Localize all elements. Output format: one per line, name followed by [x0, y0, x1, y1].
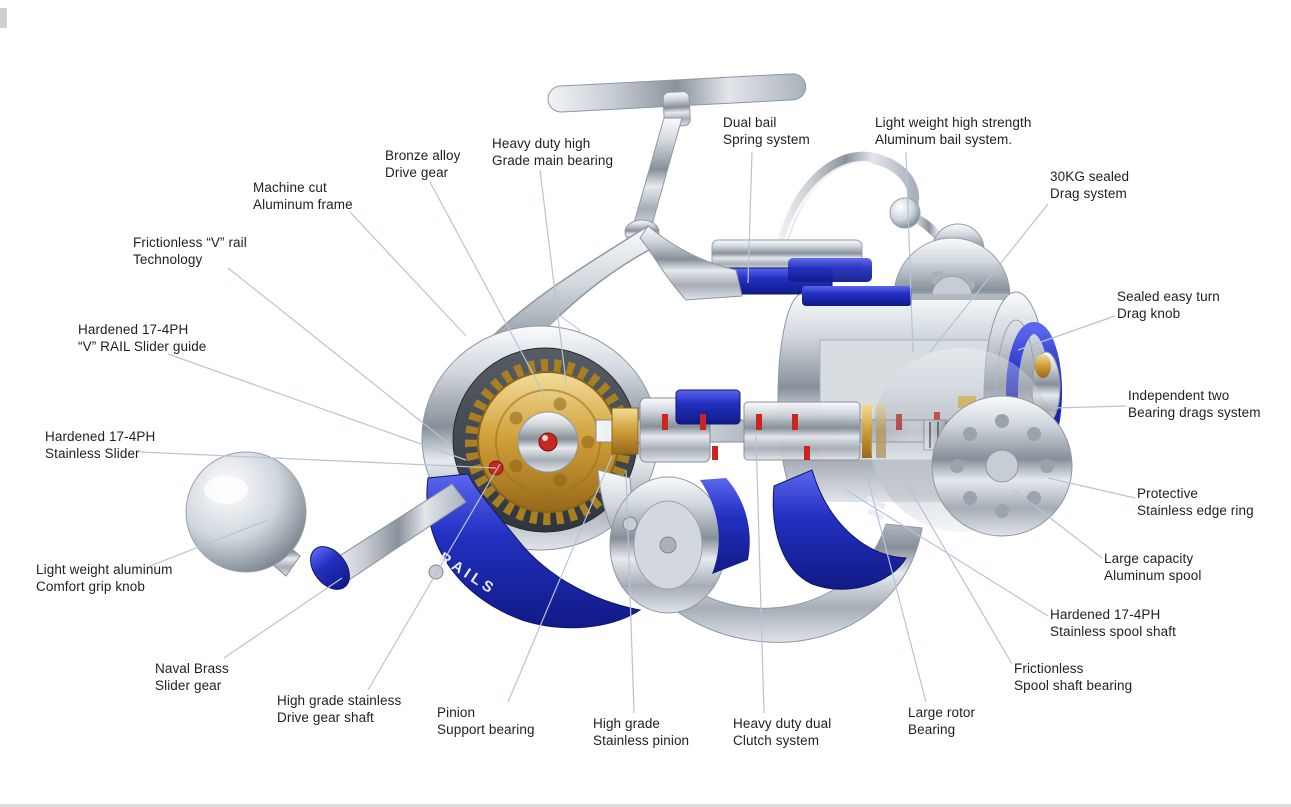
callout-line: Drive gear	[385, 165, 449, 180]
callout-line: Bearing drags system	[1128, 405, 1261, 420]
callout-line: Drag system	[1050, 186, 1127, 201]
callout-line: Light weight aluminum	[36, 562, 173, 577]
callout-aluminum-spool: Large capacity Aluminum spool	[1104, 550, 1201, 584]
callout-line: Heavy duty dual	[733, 716, 832, 731]
callout-spool-shaft: Hardened 17-4PH Stainless spool shaft	[1050, 606, 1176, 640]
callout-line: “V” RAIL Slider guide	[78, 339, 207, 354]
callout-line: Technology	[133, 252, 203, 267]
callout-line: Comfort grip knob	[36, 579, 145, 594]
callout-line: Hardened 17-4PH	[45, 429, 156, 444]
callout-line: Protective	[1137, 486, 1199, 501]
callout-drag-knob: Sealed easy turn Drag knob	[1117, 288, 1220, 322]
edge-artifact	[0, 8, 7, 28]
callout-line: Machine cut	[253, 180, 327, 195]
callout-line: Aluminum frame	[253, 197, 353, 212]
callout-line: Bearing	[908, 722, 956, 737]
callout-v-rail-slider-guide: Hardened 17-4PH “V” RAIL Slider guide	[78, 321, 206, 355]
callout-main-bearing: Heavy duty high Grade main bearing	[492, 135, 613, 169]
callout-spool-shaft-bearing: Frictionless Spool shaft bearing	[1014, 660, 1132, 694]
callout-pinion-support-bearing: Pinion Support bearing	[437, 704, 535, 738]
callout-edge-ring: Protective Stainless edge ring	[1137, 485, 1254, 519]
callout-line: Pinion	[437, 705, 476, 720]
callout-aluminum-frame: Machine cut Aluminum frame	[253, 179, 353, 213]
callout-drag-system: 30KG sealed Drag system	[1050, 168, 1129, 202]
callout-line: Stainless pinion	[593, 733, 690, 748]
callout-line: High grade	[593, 716, 661, 731]
callout-line: Bronze alloy	[385, 148, 461, 163]
callout-line: Frictionless “V” rail	[133, 235, 247, 250]
perforated-spool-skirt	[870, 348, 1073, 537]
callout-stainless-pinion: High grade Stainless pinion	[593, 715, 689, 749]
callout-line: Large capacity	[1104, 551, 1194, 566]
callout-rotor-bearing: Large rotor Bearing	[908, 704, 975, 738]
callout-line: Stainless Slider	[45, 446, 140, 461]
callout-line: Aluminum spool	[1104, 568, 1202, 583]
leader-lines	[139, 151, 1136, 714]
rotor-logo-mark	[865, 495, 886, 510]
callout-bearing-drags-system: Independent two Bearing drags system	[1128, 387, 1261, 421]
callout-line: Slider gear	[155, 678, 222, 693]
handle-knob-assembly	[185, 451, 504, 590]
callout-line: Spring system	[723, 132, 810, 147]
callout-stainless-slider: Hardened 17-4PH Stainless Slider	[45, 428, 155, 462]
callout-line: Frictionless	[1014, 661, 1084, 676]
rotor-assembly: RAILS	[426, 469, 923, 643]
callout-line: Independent two	[1128, 388, 1230, 403]
callout-dual-bail-spring: Dual bail Spring system	[723, 114, 810, 148]
callout-line: Drag knob	[1117, 306, 1181, 321]
callout-grip-knob: Light weight aluminum Comfort grip knob	[36, 561, 172, 595]
callout-line: High grade stainless	[277, 693, 402, 708]
bronze-drive-gear	[465, 359, 631, 525]
callout-line: Stainless spool shaft	[1050, 624, 1176, 639]
callout-line: Spool shaft bearing	[1014, 678, 1133, 693]
callout-line: Support bearing	[437, 722, 535, 737]
callout-line: Grade main bearing	[492, 153, 614, 168]
callout-drive-gear-shaft: High grade stainless Drive gear shaft	[277, 692, 401, 726]
callout-line: Naval Brass	[155, 661, 229, 676]
callout-slider-gear: Naval Brass Slider gear	[155, 660, 229, 694]
callout-line: Dual bail	[723, 115, 777, 130]
callout-line: 30KG sealed	[1050, 169, 1130, 184]
callout-line: Hardened 17-4PH	[78, 322, 189, 337]
callout-line: Light weight high strength	[875, 115, 1032, 130]
callout-line: Heavy duty high	[492, 136, 591, 151]
callout-aluminum-bail-system: Light weight high strength Aluminum bail…	[875, 114, 1031, 148]
callout-line: Aluminum bail system.	[875, 132, 1013, 147]
callout-drive-gear: Bronze alloy Drive gear	[385, 147, 461, 181]
callout-line: Clutch system	[733, 733, 820, 748]
callout-line: Sealed easy turn	[1117, 289, 1220, 304]
callout-clutch-system: Heavy duty dual Clutch system	[733, 715, 831, 749]
callout-v-rail-technology: Frictionless “V” rail Technology	[133, 234, 247, 268]
callout-line: Large rotor	[908, 705, 976, 720]
callout-line: Hardened 17-4PH	[1050, 607, 1161, 622]
callout-line: Stainless edge ring	[1137, 503, 1254, 518]
callout-line: Drive gear shaft	[277, 710, 374, 725]
